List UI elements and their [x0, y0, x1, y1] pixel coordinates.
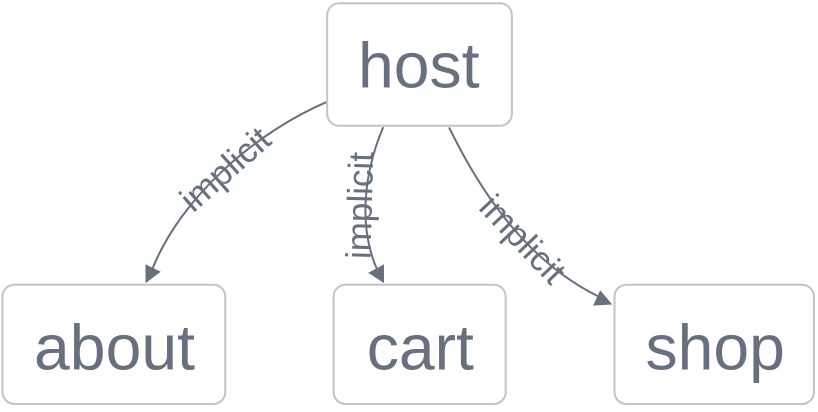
svg-text:implicit: implicit	[339, 151, 381, 259]
svg-text:host: host	[358, 30, 480, 102]
svg-text:about: about	[34, 312, 195, 384]
svg-text:shop: shop	[645, 312, 784, 384]
svg-text:cart: cart	[367, 312, 474, 384]
